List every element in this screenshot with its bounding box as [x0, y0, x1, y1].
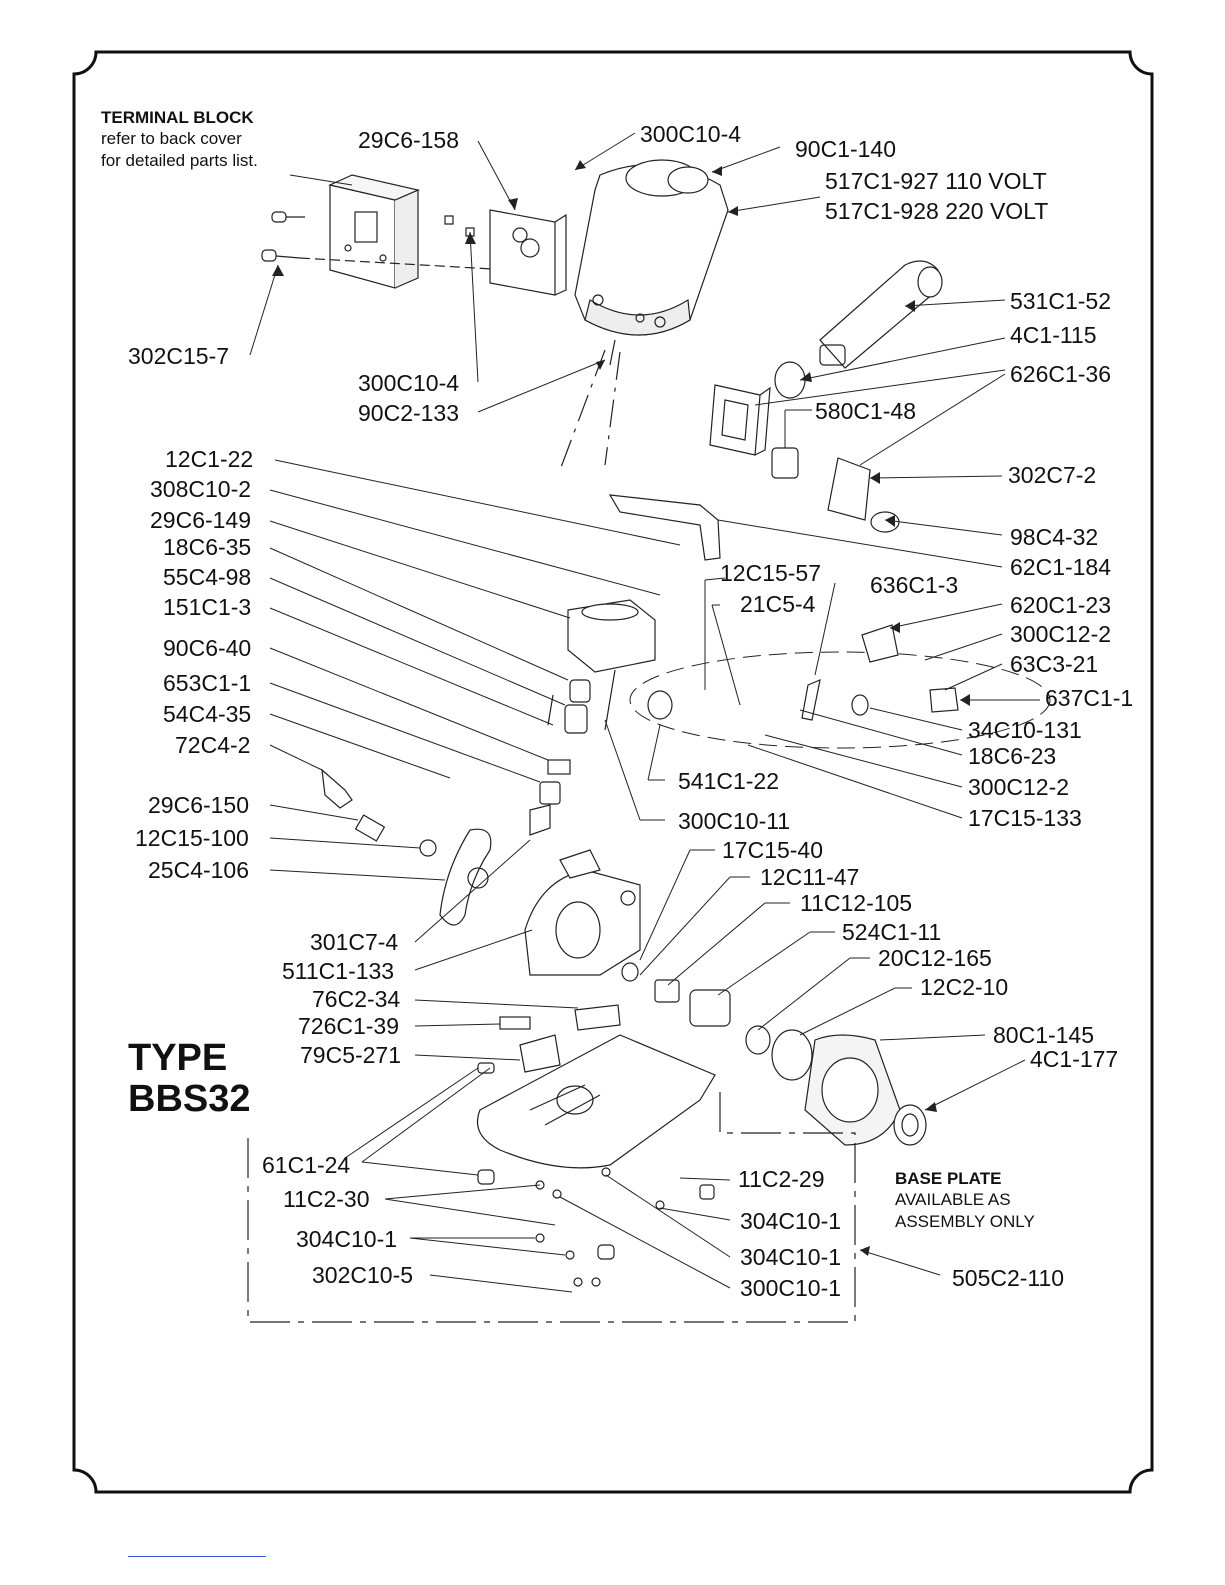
part-label: 300C12-2	[968, 774, 1070, 800]
terminal-screws	[261, 211, 511, 271]
part-label: 62C1-184	[1010, 554, 1112, 580]
part-label: 620C1-23	[1010, 592, 1112, 618]
base-plate-note: BASE PLATE AVAILABLE AS ASSEMBLY ONLY	[895, 1168, 1035, 1232]
part-label: 17C15-40	[722, 837, 824, 863]
part-label: 29C6-150	[148, 792, 250, 818]
part-label: 18C6-23	[968, 743, 1057, 769]
terminal-block-line1: refer to back cover	[101, 129, 242, 149]
part-label: 300C12-2	[1010, 621, 1112, 647]
part-label: 90C2-133	[358, 400, 460, 426]
part-label: 12C1-22	[165, 446, 254, 472]
part-label: 20C12-165	[878, 945, 992, 971]
lever-part	[439, 828, 492, 926]
part-label: 29C6-158	[358, 127, 460, 153]
part-label: 302C10-5	[312, 1262, 414, 1288]
motor-part	[559, 159, 729, 471]
belt-ring-part	[771, 1029, 813, 1081]
part-label: 517C1-928 220 VOLT	[825, 198, 1049, 224]
type-word: TYPE	[128, 1037, 228, 1079]
part-label: 636C1-3	[870, 572, 959, 598]
part-label: 524C1-11	[842, 919, 942, 945]
part-label: 76C2-34	[312, 986, 401, 1012]
part-label: 580C1-48	[815, 398, 917, 424]
wheel-part	[804, 1034, 901, 1146]
handle-part	[774, 260, 943, 399]
part-label: 12C15-100	[135, 825, 249, 851]
footer-underline	[128, 1556, 266, 1557]
part-label: 505C2-110	[952, 1265, 1065, 1291]
part-label: 25C4-106	[148, 857, 250, 883]
part-label: 300C10-1	[740, 1275, 842, 1301]
terminal-block-line2: for detailed parts list.	[101, 150, 258, 170]
part-label: 304C10-1	[740, 1208, 842, 1234]
terminal-block-note: TERMINAL BLOCK refer to back cover for d…	[101, 107, 258, 171]
part-label: 304C10-1	[296, 1226, 398, 1252]
part-label: 308C10-2	[150, 476, 252, 502]
part-label: 90C1-140	[795, 136, 897, 162]
part-label: 531C1-52	[1010, 288, 1112, 314]
part-label: 151C1-3	[163, 594, 252, 620]
part-label: 98C4-32	[1010, 524, 1099, 550]
part-label: 29C6-149	[150, 507, 252, 533]
blade-guard-part	[524, 849, 641, 976]
part-label: 80C1-145	[993, 1022, 1095, 1048]
part-label: 12C2-10	[920, 974, 1009, 1000]
model-type-label: TYPE BBS32	[128, 1037, 251, 1121]
part-label: 637C1-1	[1045, 685, 1134, 711]
part-label: 11C2-29	[738, 1166, 825, 1192]
coupler-part	[567, 599, 656, 673]
switch-part	[771, 447, 799, 479]
part-label: 653C1-1	[163, 670, 252, 696]
base-plate-part	[476, 1034, 716, 1169]
part-label: 34C10-131	[968, 717, 1082, 743]
part-label: 18C6-35	[163, 534, 252, 560]
part-label: 4C1-115	[1010, 322, 1097, 348]
part-label: 79C5-271	[300, 1042, 402, 1068]
part-label: 626C1-36	[1010, 361, 1112, 387]
part-label: 17C15-133	[968, 805, 1082, 831]
part-label: 541C1-22	[678, 768, 780, 794]
switch-plate-part	[827, 457, 871, 521]
model-number: BBS32	[128, 1078, 251, 1121]
part-label: 511C1-133	[282, 958, 395, 984]
part-label: 302C15-7	[128, 343, 230, 369]
part-label: 4C1-177	[1030, 1046, 1119, 1072]
base-plate-line2: ASSEMBLY ONLY	[895, 1211, 1035, 1231]
base-plate-title: BASE PLATE	[895, 1169, 1002, 1188]
part-label: 61C1-24	[262, 1152, 351, 1178]
part-label: 63C3-21	[1010, 651, 1099, 677]
part-label: 304C10-1	[740, 1244, 842, 1270]
terminal-block-part	[328, 174, 420, 289]
part-label: 54C4-35	[163, 701, 252, 727]
base-plate-line1: AVAILABLE AS	[895, 1190, 1011, 1210]
part-label: 11C2-30	[283, 1186, 370, 1212]
base-dashed-box	[247, 1090, 856, 1323]
part-label: 300C10-11	[678, 808, 791, 834]
switch-housing-part	[709, 384, 771, 456]
part-label: 12C15-57	[720, 560, 822, 586]
part-label: 12C11-47	[760, 864, 860, 890]
part-label: 301C7-4	[310, 929, 399, 955]
part-label: 55C4-98	[163, 564, 252, 590]
part-label: 302C7-2	[1008, 462, 1097, 488]
washer-part	[621, 962, 639, 982]
bearing-part	[893, 1104, 927, 1146]
part-label: 90C6-40	[163, 635, 252, 661]
bracket-29c6-158	[489, 209, 567, 296]
part-label: 72C4-2	[175, 732, 251, 758]
part-label: 300C10-4	[358, 370, 460, 396]
part-label: 300C10-4	[640, 121, 742, 147]
part-label: 11C12-105	[800, 890, 913, 916]
part-label: 726C1-39	[298, 1013, 400, 1039]
terminal-block-title: TERMINAL BLOCK	[101, 108, 254, 127]
part-label: 517C1-927 110 VOLT	[825, 168, 1047, 194]
bracket-62c1-184	[608, 494, 721, 561]
part-label: 21C5-4	[740, 591, 816, 617]
page-frame	[72, 50, 1154, 1494]
